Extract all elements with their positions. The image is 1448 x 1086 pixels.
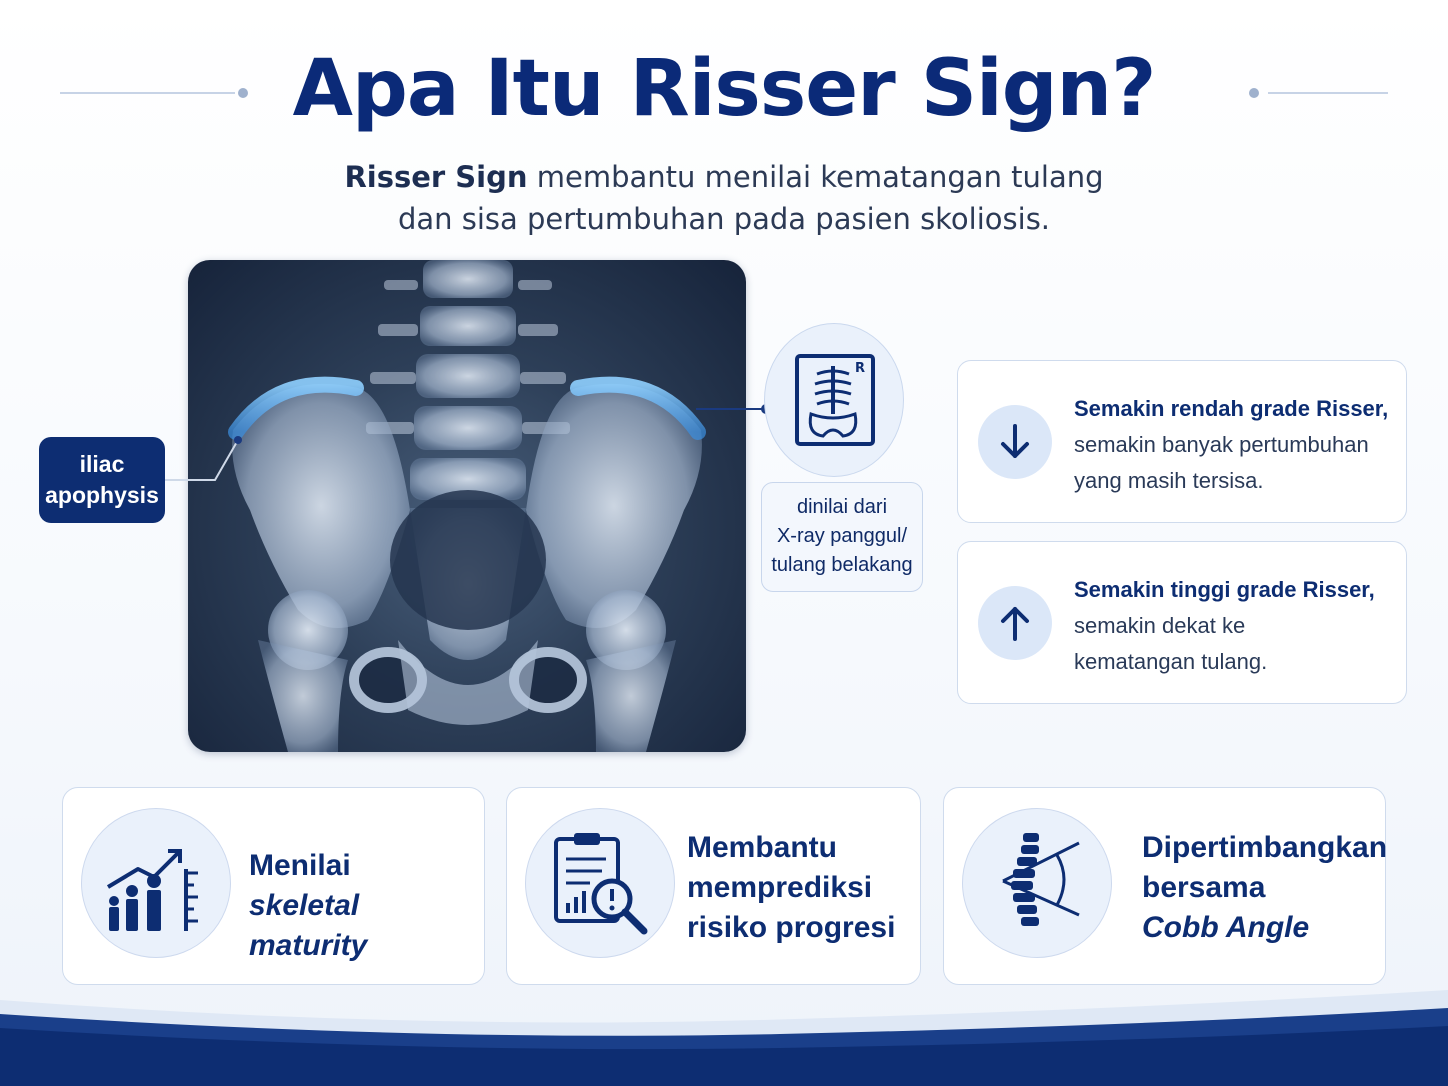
apophysis-label-line2: apophysis — [45, 482, 159, 508]
feature-card-risk-prediction: Membantu memprediksi risiko progresi — [506, 787, 921, 985]
high-grade-heading: Semakin tinggi grade Risser, — [1074, 577, 1375, 602]
arrow-down-icon — [978, 405, 1052, 479]
footer-wave — [0, 990, 1448, 1086]
feature2-line3: risiko progresi — [687, 911, 896, 944]
feature3-line2: bersama — [1142, 871, 1266, 904]
high-grade-line2: kematangan tulang. — [1074, 649, 1268, 674]
note-line1: dinilai dari — [796, 496, 888, 518]
growth-chart-icon — [81, 808, 231, 958]
low-grade-line1: semakin banyak pertumbuhan — [1074, 432, 1369, 457]
low-grade-text: Semakin rendah grade Risser, semakin ban… — [1074, 391, 1394, 499]
title-dot-left — [238, 88, 248, 98]
feature-label-3: Dipertimbangkan bersama Cobb Angle — [1142, 828, 1387, 948]
page-title: Apa Itu Risser Sign? — [292, 44, 1157, 134]
spine-angle-icon — [962, 808, 1112, 958]
subtitle-line1: membantu menilai kematangan tulang — [527, 160, 1104, 194]
pelvis-xray-image — [188, 260, 746, 752]
iliac-apophysis-label: iliac apophysis — [39, 437, 165, 523]
title-divider-left — [60, 92, 235, 94]
note-line2: X-ray panggul/ — [776, 525, 908, 547]
feature-card-skeletal-maturity: Menilai skeletal maturity — [62, 787, 485, 985]
xray-film-icon: R — [795, 354, 875, 446]
note-line3: tulang belakang — [771, 554, 913, 576]
feature3-line3: Cobb Angle — [1142, 911, 1310, 944]
high-grade-text: Semakin tinggi grade Risser, semakin dek… — [1074, 572, 1394, 680]
xray-film-icon-badge: R — [764, 323, 904, 477]
low-grade-line2: yang masih tersisa. — [1074, 468, 1264, 493]
page-subtitle: Risser Sign membantu menilai kematangan … — [300, 156, 1148, 240]
feature2-line1: Membantu — [687, 831, 837, 864]
high-grade-card: Semakin tinggi grade Risser, semakin dek… — [957, 541, 1407, 704]
feature3-line1: Dipertimbangkan — [1142, 831, 1388, 864]
low-grade-heading: Semakin rendah grade Risser, — [1074, 396, 1389, 421]
xray-icon-letter: R — [855, 361, 865, 376]
high-grade-line1: semakin dekat ke — [1074, 613, 1246, 638]
xray-source-note: dinilai dari X-ray panggul/ tulang belak… — [761, 482, 923, 592]
arrow-up-icon — [978, 586, 1052, 660]
feature-label-1: Menilai skeletal maturity — [249, 846, 484, 966]
low-grade-card: Semakin rendah grade Risser, semakin ban… — [957, 360, 1407, 523]
subtitle-line2: dan sisa pertumbuhan pada pasien skolios… — [397, 202, 1051, 236]
feature1-line1: Menilai — [249, 849, 351, 882]
subtitle-strong: Risser Sign — [344, 160, 528, 194]
feature2-line2: memprediksi — [687, 871, 873, 904]
feature-label-2: Membantu memprediksi risiko progresi — [687, 828, 895, 948]
feature1-line2: skeletal maturity — [249, 889, 368, 962]
title-divider-right — [1268, 92, 1388, 94]
feature-card-cobb-angle: Dipertimbangkan bersama Cobb Angle — [943, 787, 1387, 985]
title-dot-right — [1249, 88, 1259, 98]
apophysis-label-line1: iliac — [79, 451, 125, 477]
clipboard-search-icon — [525, 808, 675, 958]
